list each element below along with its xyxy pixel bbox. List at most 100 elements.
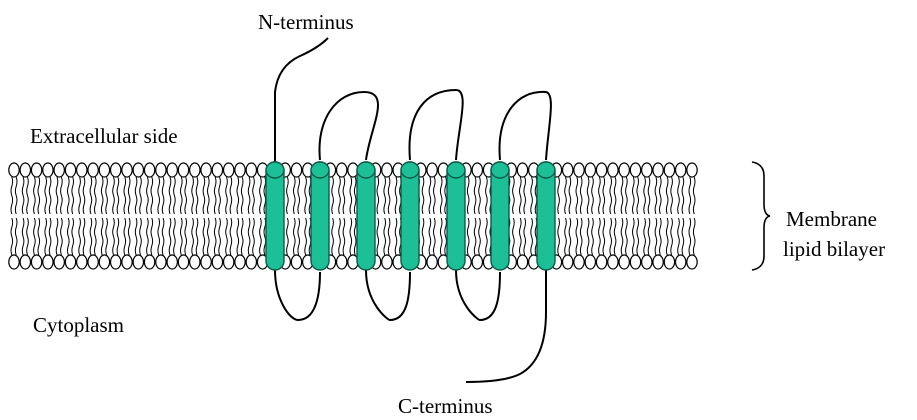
lipid-tail-outer: [203, 177, 205, 214]
lipid-tail-outer: [230, 177, 232, 214]
membrane-label-line2: lipid bilayer: [783, 237, 885, 262]
lipid-tail-inner: [140, 218, 142, 255]
lipid-tail-outer: [671, 177, 673, 214]
lipid-tail-outer: [226, 177, 228, 214]
lipid-head-inner: [144, 255, 154, 269]
lipid-tail-outer: [513, 177, 515, 214]
lipid-tail-outer: [38, 177, 40, 214]
lipid-tail-outer: [79, 177, 81, 214]
lipid-tail-inner: [445, 218, 447, 255]
lipid-head-inner: [246, 255, 256, 269]
lipid-tail-inner: [474, 218, 476, 255]
lipid-tail-inner: [479, 218, 481, 255]
lipid-tail-inner: [38, 218, 40, 255]
lipid-head-inner: [596, 255, 606, 269]
lipid-tail-outer: [610, 177, 612, 214]
lipid-tail-inner: [15, 218, 17, 255]
lipid-tail-outer: [354, 177, 356, 214]
lipid-head-outer: [653, 163, 663, 177]
lipid-tail-inner: [339, 218, 341, 255]
lipid-head-inner: [122, 255, 132, 269]
lipid-head-outer: [585, 163, 595, 177]
lipid-tail-inner: [587, 218, 589, 255]
lipid-tail-inner: [208, 218, 210, 255]
lipid-tail-inner: [294, 218, 296, 255]
lipid-tail-inner: [241, 218, 243, 255]
lipid-head-outer: [382, 163, 392, 177]
lipid-tail-inner: [49, 218, 51, 255]
lipid-head-inner: [642, 255, 652, 269]
lipid-tail-outer: [260, 177, 262, 214]
lipid-tail-outer: [626, 177, 628, 214]
lipid-tail-outer: [253, 177, 255, 214]
lipid-tail-outer: [621, 177, 623, 214]
lipid-tail-inner: [614, 218, 616, 255]
lipid-tail-inner: [603, 218, 605, 255]
lipid-tail-inner: [592, 218, 594, 255]
lipid-tail-outer: [214, 177, 216, 214]
lipid-tail-inner: [151, 218, 153, 255]
lipid-tail-outer: [192, 177, 194, 214]
lipid-tail-outer: [140, 177, 142, 214]
lipid-head-inner: [676, 255, 686, 269]
lipid-tail-outer: [614, 177, 616, 214]
helix-cap-4: [401, 162, 419, 178]
lipid-head-outer: [687, 163, 697, 177]
lipid-head-outer: [596, 163, 606, 177]
lipid-tail-outer: [113, 177, 115, 214]
intracellular-loop-2: [366, 270, 410, 320]
lipid-head-outer: [574, 163, 584, 177]
lipid-tail-inner: [287, 218, 289, 255]
lipid-tail-outer: [11, 177, 13, 214]
lipid-tail-inner: [214, 218, 216, 255]
lipid-tail-outer: [576, 177, 578, 214]
lipid-tail-outer: [298, 177, 300, 214]
lipid-tail-outer: [162, 177, 164, 214]
lipid-head-inner: [77, 255, 87, 269]
lipid-tail-inner: [135, 218, 137, 255]
lipid-tail-inner: [237, 218, 239, 255]
lipid-head-outer: [235, 163, 245, 177]
lipid-tail-inner: [158, 218, 160, 255]
lipid-head-outer: [156, 163, 166, 177]
lipid-tail-inner: [260, 218, 262, 255]
lipid-tail-inner: [678, 218, 680, 255]
lipid-tail-outer: [429, 177, 431, 214]
lipid-tail-inner: [626, 218, 628, 255]
lipid-head-outer: [54, 163, 64, 177]
lipid-tail-outer: [565, 177, 567, 214]
lipid-tail-inner: [388, 218, 390, 255]
lipid-tail-outer: [83, 177, 85, 214]
lipid-tail-inner: [513, 218, 515, 255]
lipid-tail-outer: [237, 177, 239, 214]
lipid-head-outer: [99, 163, 109, 177]
lipid-head-outer: [517, 163, 527, 177]
lipid-tail-outer: [637, 177, 639, 214]
lipid-head-outer: [224, 163, 234, 177]
lipid-head-outer: [77, 163, 87, 177]
lipid-head-inner: [664, 255, 674, 269]
extracellular-loop-2: [409, 90, 462, 160]
lipid-tail-inner: [565, 218, 567, 255]
extracellular-label: Extracellular side: [30, 124, 178, 149]
lipid-tail-outer: [95, 177, 97, 214]
lipid-tail-outer: [169, 177, 171, 214]
lipid-tail-inner: [192, 218, 194, 255]
lipid-head-inner: [99, 255, 109, 269]
lipid-tail-inner: [599, 218, 601, 255]
lipid-head-inner: [190, 255, 200, 269]
lipid-tail-inner: [621, 218, 623, 255]
lipid-tail-inner: [350, 218, 352, 255]
lipid-tail-outer: [181, 177, 183, 214]
lipid-tail-outer: [15, 177, 17, 214]
lipid-tail-inner: [34, 218, 36, 255]
lipid-tail-inner: [101, 218, 103, 255]
lipid-tail-outer: [117, 177, 119, 214]
lipid-head-outer: [144, 163, 154, 177]
lipid-head-inner: [212, 255, 222, 269]
n-terminus-label: N-terminus: [258, 10, 354, 35]
lipid-tail-inner: [395, 218, 397, 255]
lipid-tail-inner: [524, 218, 526, 255]
lipid-head-outer: [664, 163, 674, 177]
